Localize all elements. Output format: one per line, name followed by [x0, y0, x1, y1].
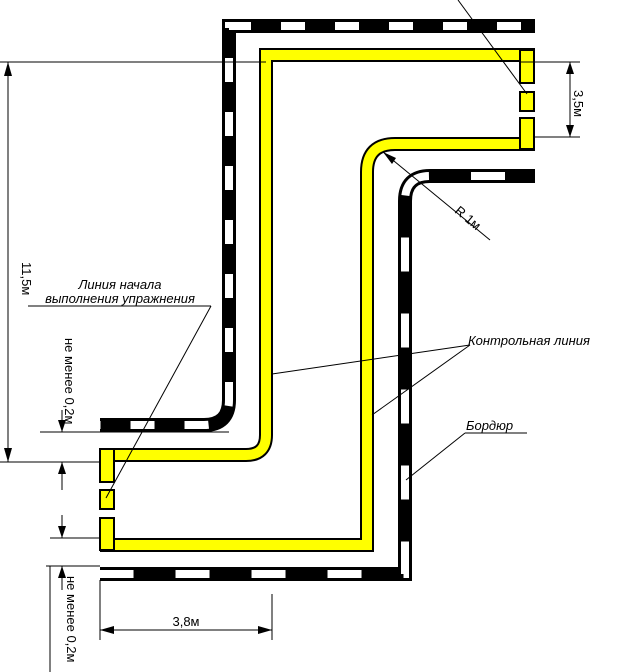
gate-right-bottom — [519, 117, 535, 150]
outer-control-line — [100, 48, 535, 462]
radius-label: R 1м — [452, 203, 484, 233]
leader-lines — [28, 0, 528, 499]
gate-left-top — [99, 448, 115, 483]
inner-curb — [100, 169, 535, 581]
gate-left-bottom — [99, 517, 115, 551]
outer-curb-pattern — [100, 22, 535, 429]
start-line-label-line2: выполнения упражнения — [45, 291, 195, 306]
gate-right-top — [519, 49, 535, 84]
inner-curb-pattern — [100, 172, 535, 578]
total-length-label: 11,5м — [19, 262, 34, 295]
width-bottom-label: 3,8м — [172, 614, 199, 629]
min-offset-lower-label: не менее 0,2м — [64, 576, 79, 663]
labels: Линия начала выполнения упражнения Контр… — [19, 90, 590, 663]
dimension-lines — [0, 61, 580, 672]
gate-left-mid — [99, 489, 115, 510]
control-line-label: Контрольная линия — [468, 333, 590, 348]
start-line-label-line1: Линия начала — [78, 277, 162, 292]
curb-label: Бордюр — [466, 418, 513, 433]
gap-top-right-label: 3,5м — [571, 90, 586, 117]
gate-right-mid — [519, 91, 535, 112]
control-lane-group — [99, 48, 535, 552]
min-offset-upper-label: не менее 0,2м — [62, 338, 77, 425]
curb-group — [100, 19, 535, 581]
